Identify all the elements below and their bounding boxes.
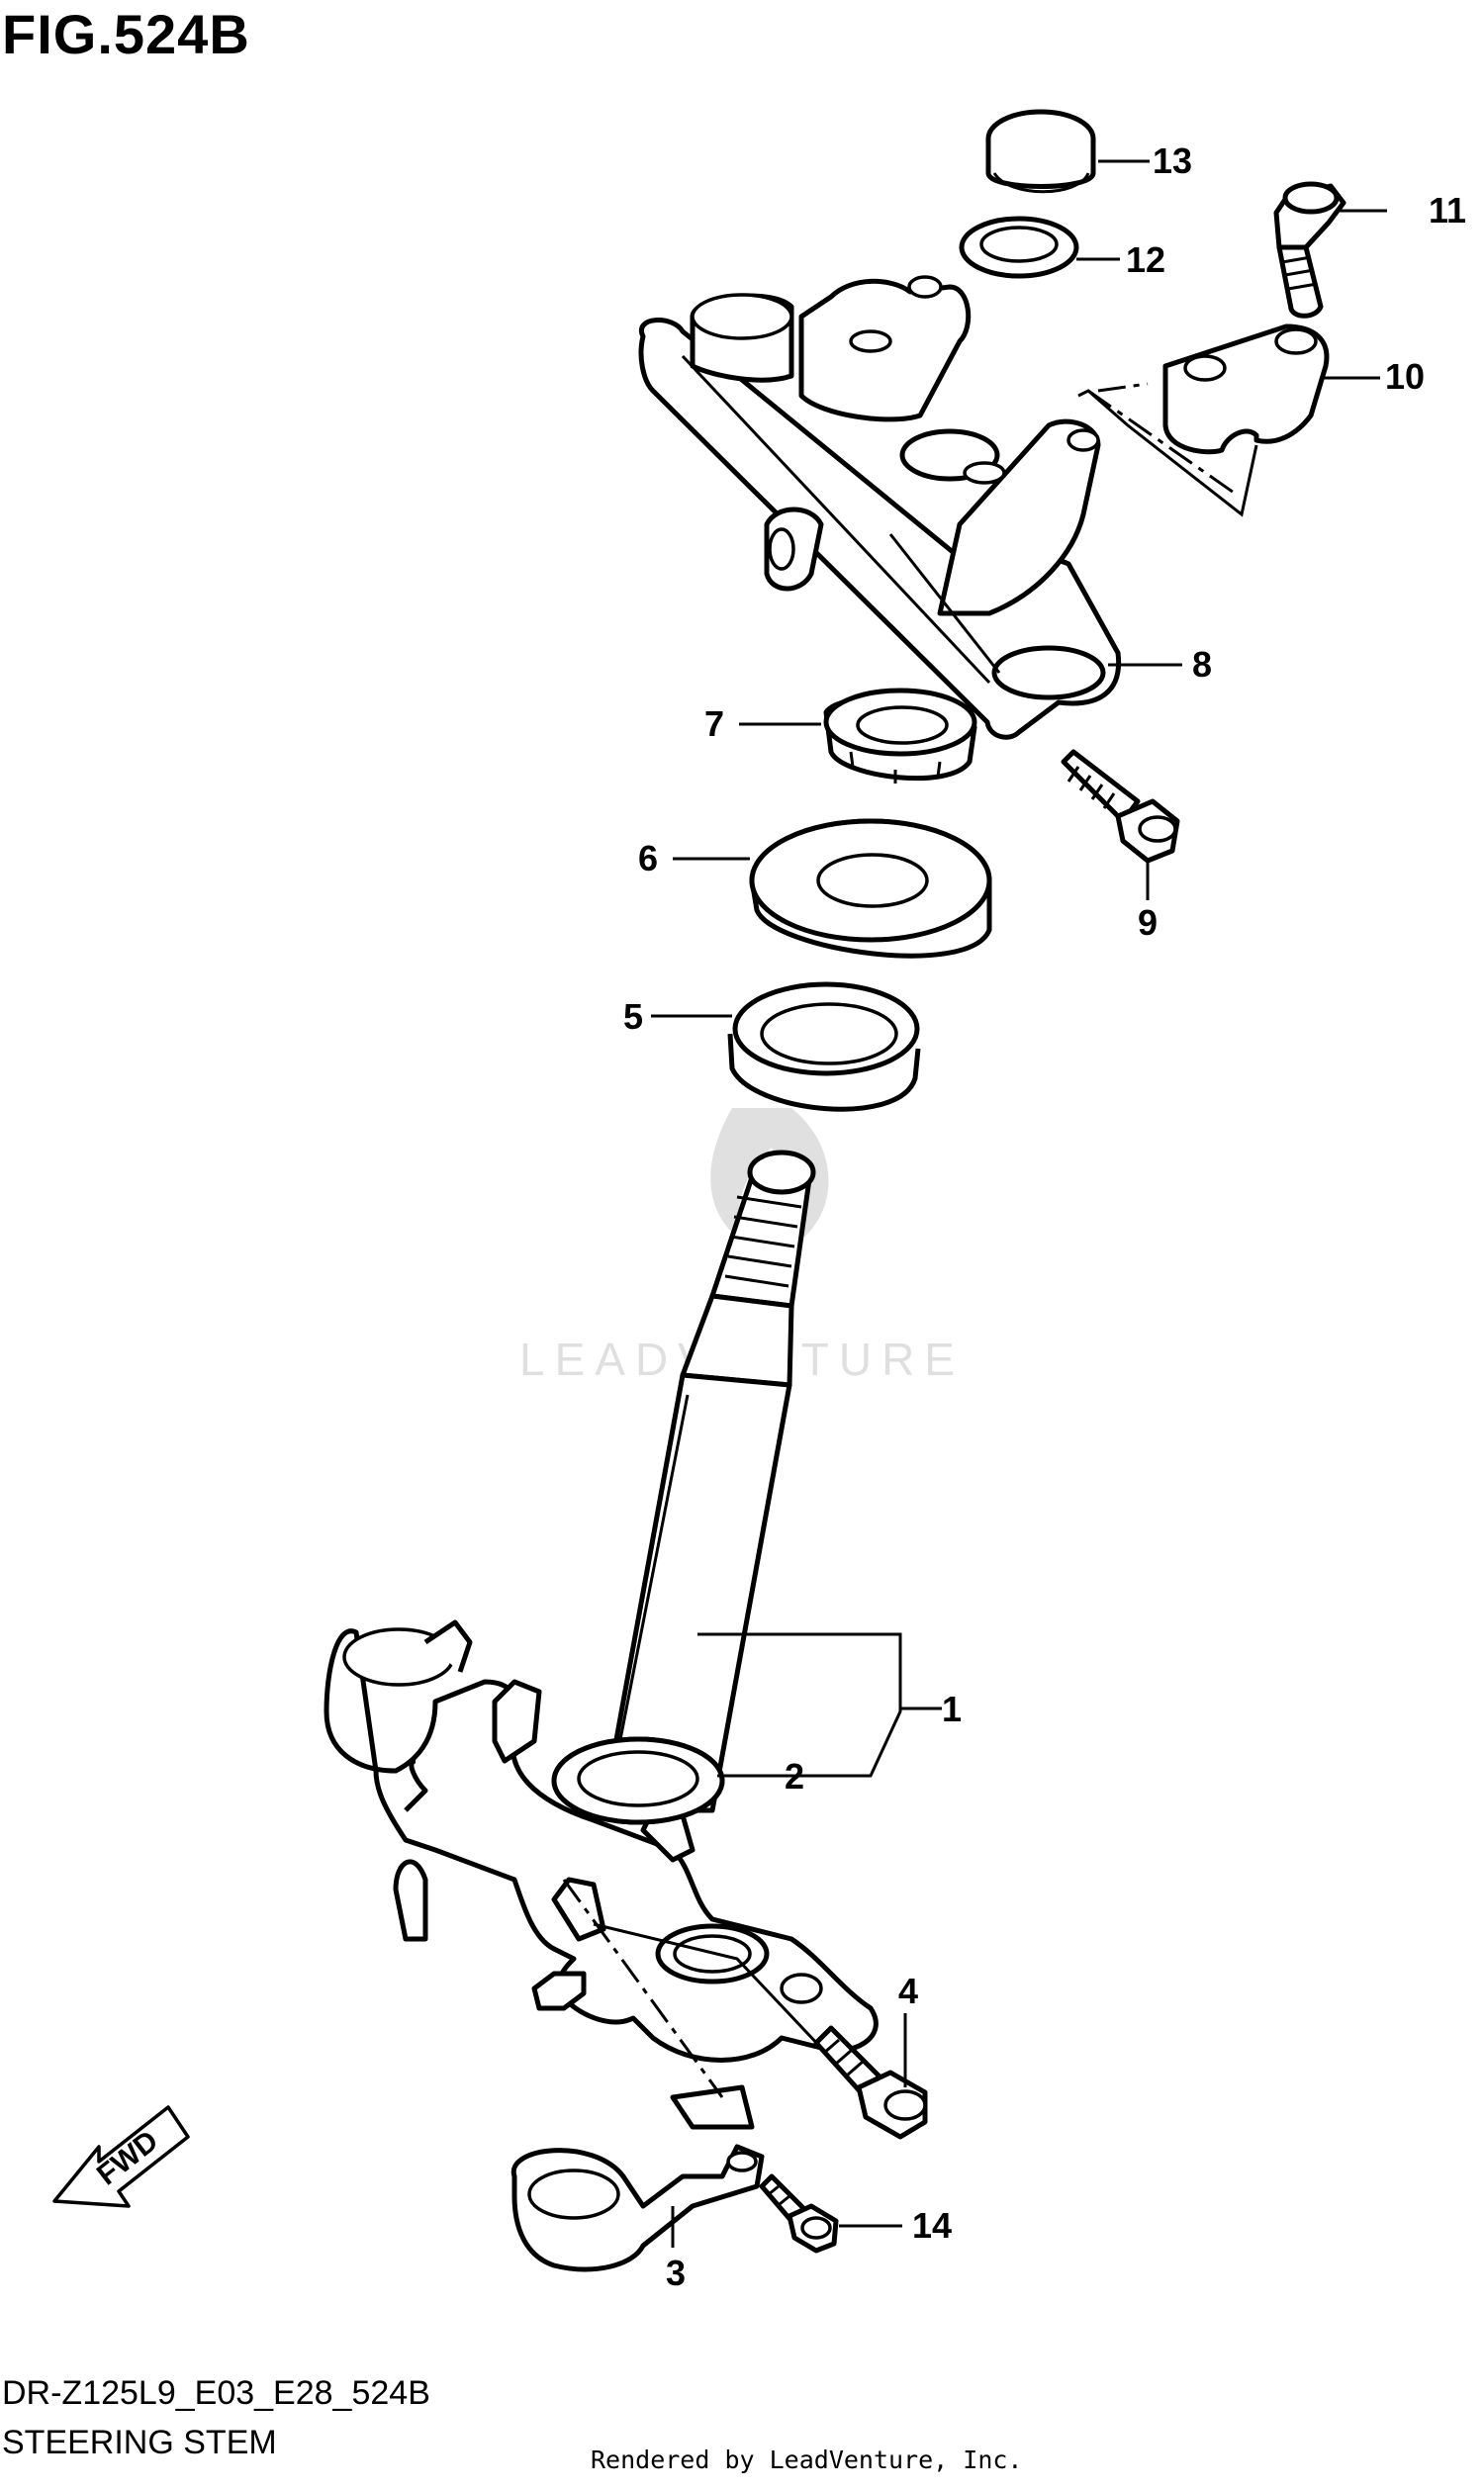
part-10-holder[interactable] <box>1162 323 1330 455</box>
diagram-subtitle: STEERING STEM <box>2 2424 277 2461</box>
part-12-ring[interactable] <box>959 216 1079 279</box>
part-14-bolt[interactable] <box>759 2173 839 2254</box>
part-11-bolt[interactable] <box>1273 181 1346 319</box>
callout-11: 11 <box>1429 190 1466 231</box>
callout-6: 6 <box>638 838 658 878</box>
figure-title: FIG.524B <box>2 3 250 65</box>
callout-4: 4 <box>898 1971 918 2011</box>
part-1-steering-stem[interactable] <box>601 1150 816 1813</box>
callout-8: 8 <box>1192 644 1212 685</box>
part-5-bearing[interactable] <box>727 981 921 1112</box>
callout-10: 10 <box>1385 356 1425 397</box>
callout-7: 7 <box>704 703 724 744</box>
leader-lines <box>562 159 1387 2248</box>
part-7-nut[interactable] <box>823 688 977 784</box>
part-6-washer[interactable] <box>749 818 992 959</box>
callouts: 13 12 11 10 8 7 9 6 5 1 2 4 14 3 <box>623 140 1466 2293</box>
callout-2: 2 <box>785 1756 804 1797</box>
callout-12: 12 <box>1126 239 1165 280</box>
part-4-bolt[interactable] <box>813 2025 928 2140</box>
callout-5: 5 <box>623 996 643 1037</box>
lower-bracket[interactable] <box>324 1619 879 2063</box>
callout-3: 3 <box>666 2253 686 2293</box>
part-8-upper-bracket[interactable] <box>638 275 1122 740</box>
credit-line: Rendered by LeadVenture, Inc. <box>591 2446 1023 2474</box>
model-code: DR-Z125L9_E03_E28_524B <box>2 2374 430 2412</box>
part-13-cap[interactable] <box>985 109 1096 194</box>
callout-9: 9 <box>1138 902 1158 943</box>
fwd-arrow-icon: FWD <box>52 2105 190 2208</box>
part-2-bearing[interactable] <box>551 1736 725 1825</box>
part-9-bolt[interactable] <box>1061 749 1180 864</box>
part-3-bracket[interactable] <box>510 2084 765 2272</box>
callout-13: 13 <box>1153 140 1192 181</box>
callout-1: 1 <box>942 1689 962 1729</box>
callout-14: 14 <box>912 2205 952 2246</box>
